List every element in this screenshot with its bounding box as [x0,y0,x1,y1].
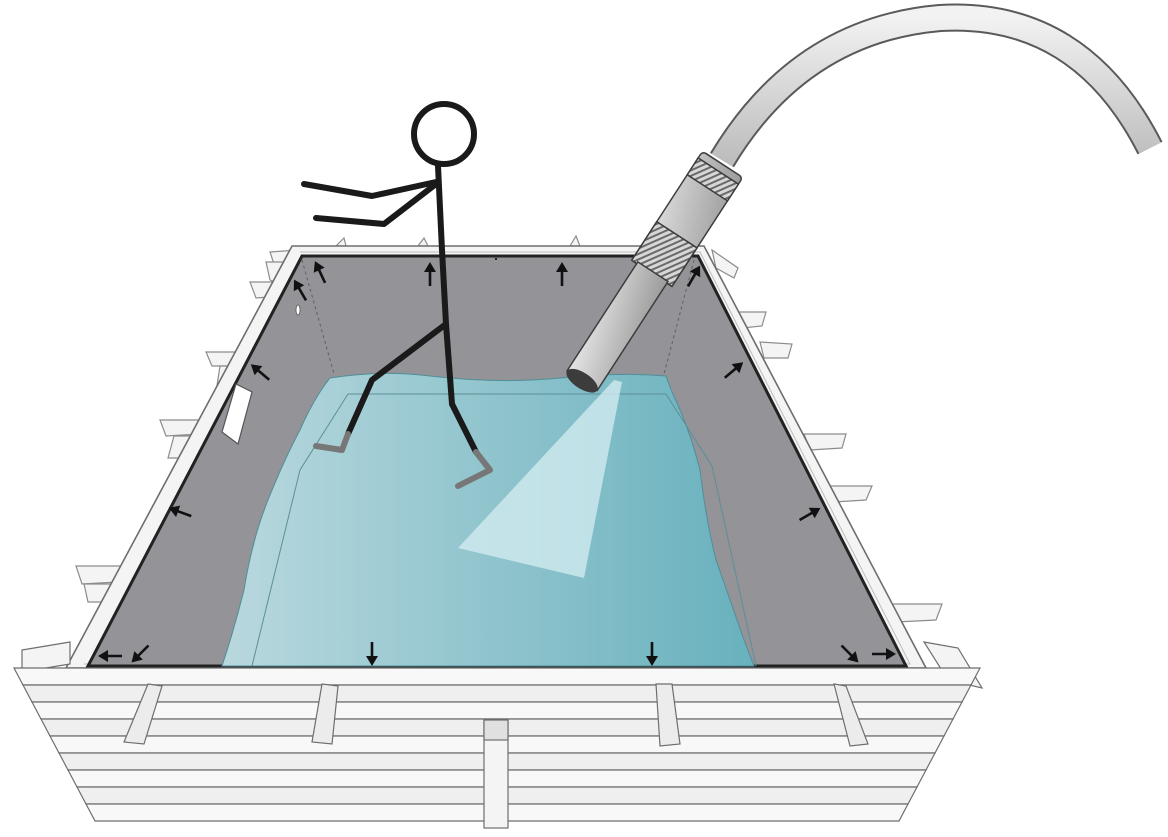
front-board [23,685,971,702]
top-rail-posts [336,236,660,246]
front-board [32,702,962,719]
front-board [14,668,980,685]
front-wall [14,642,982,828]
